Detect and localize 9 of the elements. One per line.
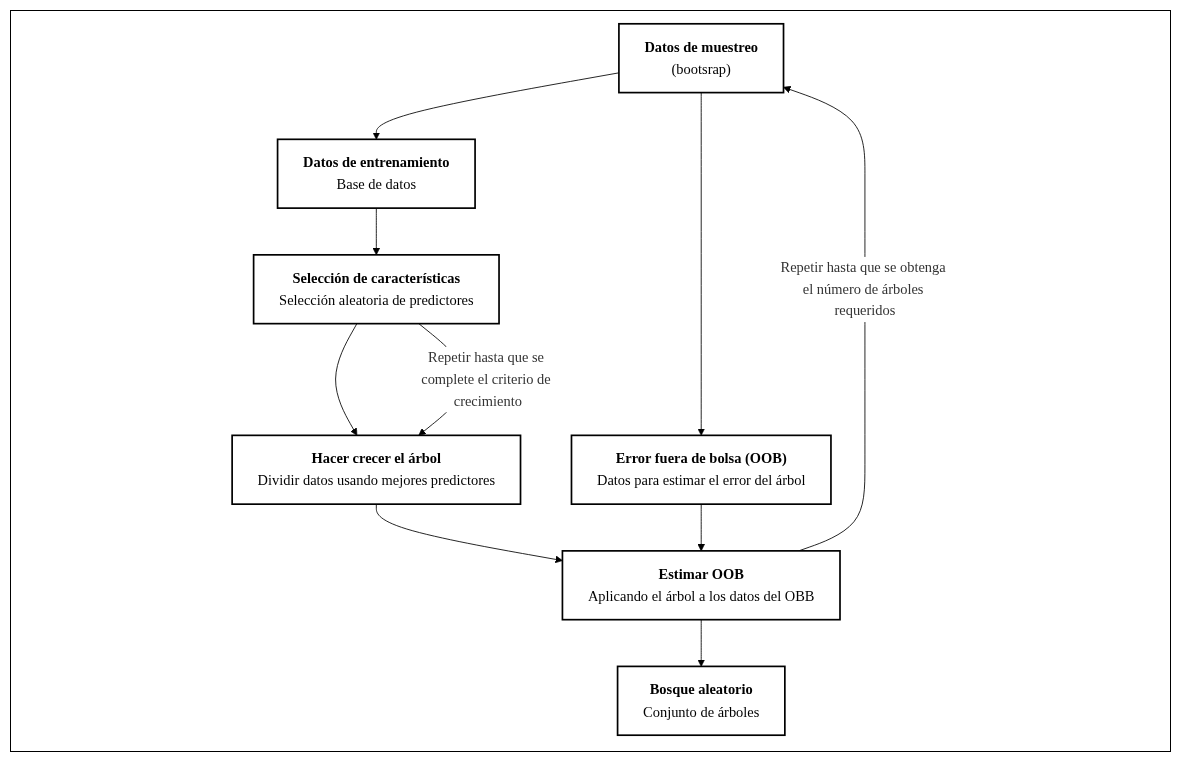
edge-label: Repetir hasta que se complete el criterio de crecimiento: [420, 349, 551, 409]
node-box: Hacer crecer el árbol Dividir datos usando mejores predictores: [230, 434, 521, 505]
node-box: Bosque aleatorio Conjunto de árboles: [616, 665, 786, 736]
node-box: Datos de muestreo (bootsrap): [617, 22, 784, 93]
node-box: Estimar OOB Aplicando el árbol a los datos del OBB: [561, 549, 841, 621]
edge-label: Repetir hasta que se obtenga el número de árboles requeridos: [780, 258, 946, 319]
node-box: Error fuera de bolsa (OOB) Datos para estimar el error del árbol: [570, 434, 832, 505]
node-box: Selección de características Selección aleatoria de predictores: [252, 253, 500, 324]
node-box: Datos de entrenamiento Base de datos: [276, 137, 476, 209]
